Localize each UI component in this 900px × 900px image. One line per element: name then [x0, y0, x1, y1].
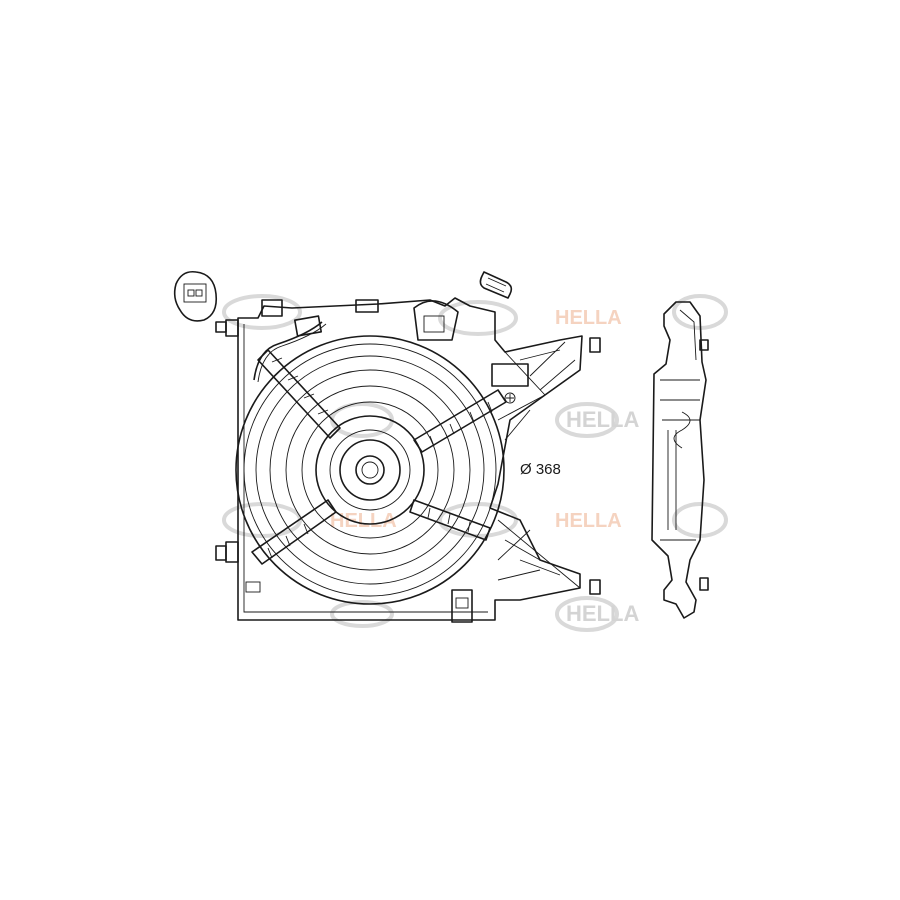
shroud-side-view — [651, 301, 709, 619]
motor-connector-housing — [413, 300, 459, 341]
resistor-block — [491, 363, 529, 387]
connector-plug-left — [173, 270, 218, 322]
motor-housing — [315, 415, 425, 525]
motor-support-struts — [251, 349, 507, 565]
wire-harness — [253, 315, 327, 383]
watermark-layer: HELLA HELLA HELLA HELLA HELLA — [222, 294, 728, 632]
watermark-orange-text: HELLA — [555, 307, 622, 329]
watermark-text-2: HELLA — [566, 601, 639, 626]
fan-rotor — [235, 335, 505, 605]
diameter-label: Ø 368 — [520, 461, 561, 478]
fan-hub — [355, 455, 385, 485]
watermark-orange-text-2: HELLA — [330, 510, 397, 532]
watermark-text: HELLA — [566, 407, 639, 432]
watermark-orange-text-3: HELLA — [555, 510, 622, 532]
fan-outer-ring — [235, 335, 505, 605]
lattice-strut — [497, 341, 581, 589]
shroud-frame-front — [215, 297, 601, 623]
connector-plug-right — [479, 271, 513, 299]
hella-logo-watermark — [555, 402, 619, 438]
